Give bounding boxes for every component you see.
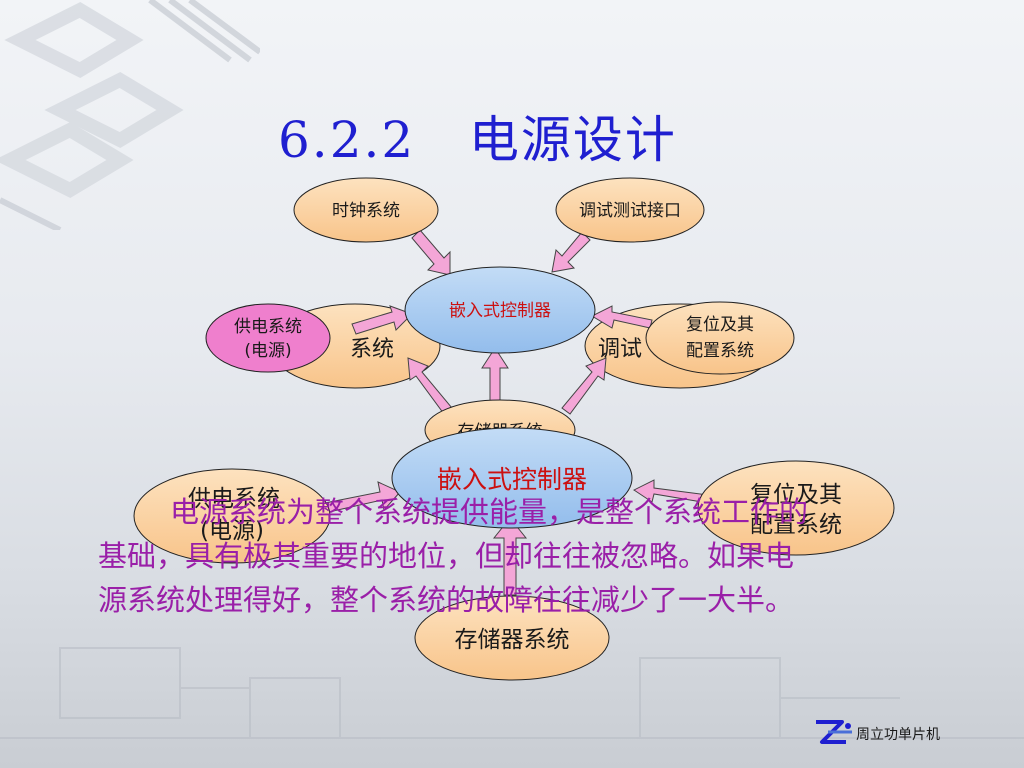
node-clock-system (293, 177, 439, 243)
node-front-power-system-sub: (电源) (200, 518, 264, 544)
diagram-front: 嵌入式控制器 供电系统 (电源) 复位及其 配置系统 存储器系统 (133, 427, 895, 681)
arrow-reset-to-controller (590, 305, 653, 329)
node-debug-interface-label: 调试测试接口 (579, 201, 681, 221)
section-number: 6.2.2 (278, 111, 416, 169)
node-front-storage-system (414, 595, 610, 681)
diagram-back: 系统 调试 时钟系统 调试测试接口 嵌入式控制器 供电系统 (电源) 复位及其 … (205, 177, 795, 461)
node-front-power-system-label: 供电系统 (188, 486, 280, 512)
node-clock-system-label: 时钟系统 (332, 201, 400, 221)
node-power-system (205, 303, 331, 373)
node-reset-system-label: 复位及其 (686, 315, 754, 335)
arrow-clock-to-controller (411, 229, 451, 276)
arrow-debug-to-controller (551, 231, 591, 273)
node-left-behind-label: 系统 (350, 337, 394, 362)
background-pattern (0, 0, 260, 230)
node-reset-system-sub: 配置系统 (686, 341, 754, 361)
arrow-power-to-controller (351, 305, 413, 335)
node-debug-interface (555, 177, 705, 243)
node-power-system-label: 供电系统 (234, 317, 302, 337)
arrow-storage-right-up (561, 357, 607, 415)
body-line-3: 源系统处理得好，整个系统的故障往往减少了一大半。 (98, 583, 795, 617)
background-circuit (0, 647, 1024, 739)
node-power-system-sub: (电源) (244, 341, 291, 361)
body-line-1: 电源系统为整个系统提供能量，是整个系统工作的 (170, 495, 809, 529)
zlg-logo-icon (816, 720, 852, 744)
node-controller-label: 嵌入式控制器 (449, 301, 551, 321)
node-front-controller-label: 嵌入式控制器 (437, 465, 587, 494)
arrow-storage-left-up (407, 357, 453, 415)
body-line-2: 基础，具有极其重要的地位，但却往往被忽略。如果电 (98, 539, 795, 573)
node-controller (404, 266, 596, 354)
footer-logo: 周立功单片机 (812, 718, 962, 748)
node-front-storage-system-label: 存储器系统 (455, 627, 570, 653)
node-front-power-system (133, 468, 331, 564)
node-front-reset-system-sub: 配置系统 (750, 512, 842, 538)
node-front-reset-system (697, 460, 895, 556)
node-front-controller (391, 427, 633, 529)
node-reset-system (645, 301, 795, 375)
section-title: 电源设计 (468, 111, 677, 169)
footer-logo-text: 周立功单片机 (856, 727, 940, 743)
body-paragraph: 电源系统为整个系统提供能量，是整个系统工作的 基础，具有极其重要的地位，但却往往… (98, 490, 928, 622)
page-title: 6.2.2 电源设计 (278, 100, 677, 172)
node-front-reset-system-label: 复位及其 (750, 482, 842, 508)
